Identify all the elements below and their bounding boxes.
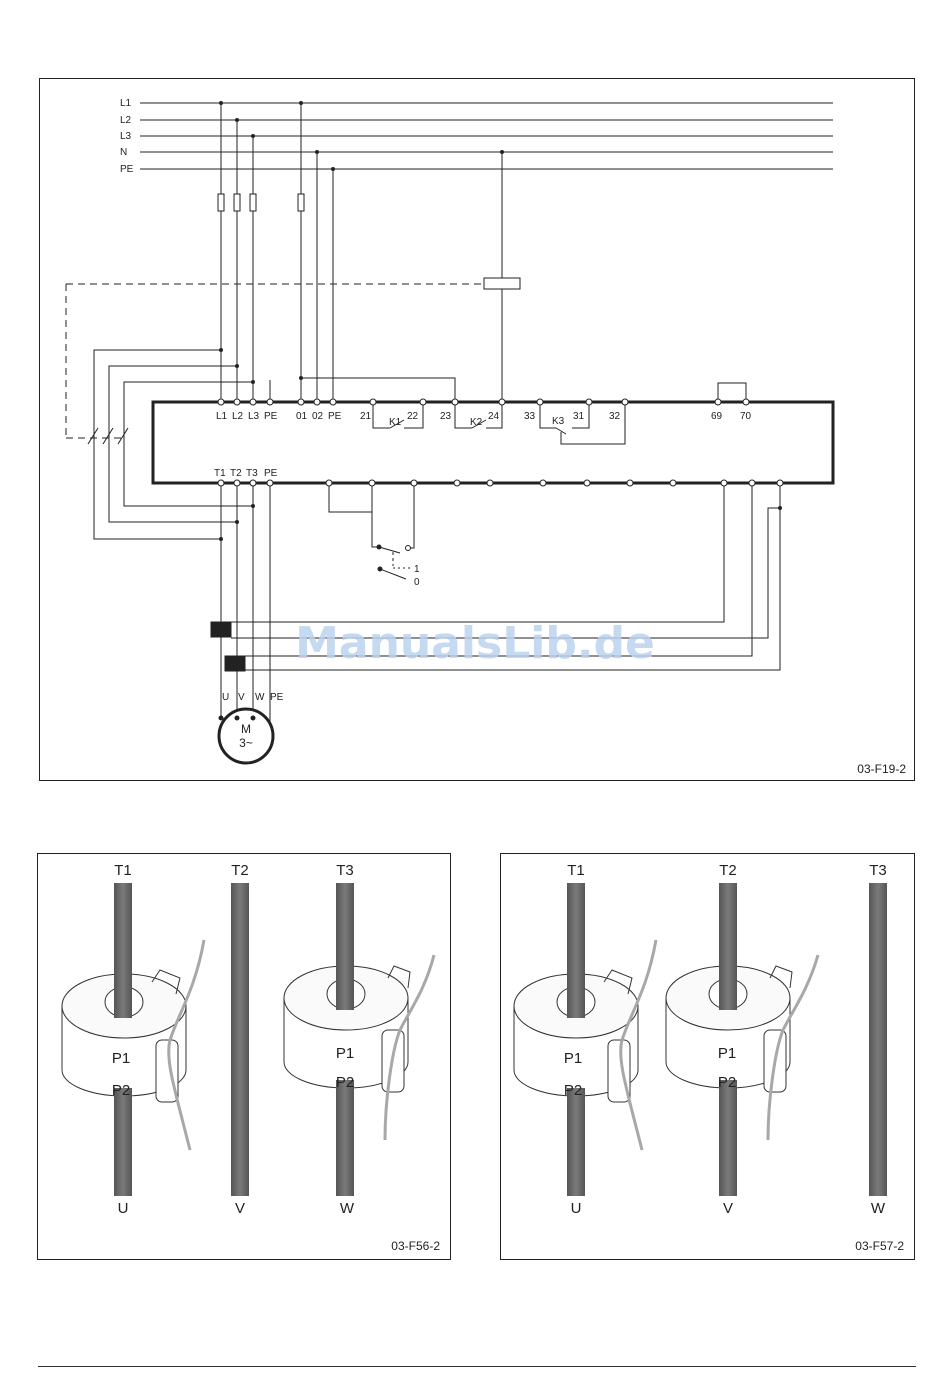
ct-diagram-2-ref: 03-F57-2: [855, 1239, 904, 1253]
ct2-p2-label: P2: [564, 1082, 582, 1099]
ct2-top-label-t2: T2: [719, 862, 737, 879]
ct2-bottom-label-w: W: [871, 1200, 886, 1217]
ct2-bottom-label-u: U: [571, 1200, 582, 1217]
ct2-top-label-t1: T1: [567, 862, 585, 879]
footer-rule: [38, 1366, 916, 1367]
ct2-p1-label: P1: [564, 1050, 582, 1067]
ct2-bottom-label-v: V: [723, 1200, 733, 1217]
conductor-t3: [869, 883, 887, 1196]
ct2-p1-label: P1: [718, 1045, 736, 1062]
ct2-p2-label: P2: [718, 1074, 736, 1091]
ct2-top-label-t3: T3: [869, 862, 887, 879]
